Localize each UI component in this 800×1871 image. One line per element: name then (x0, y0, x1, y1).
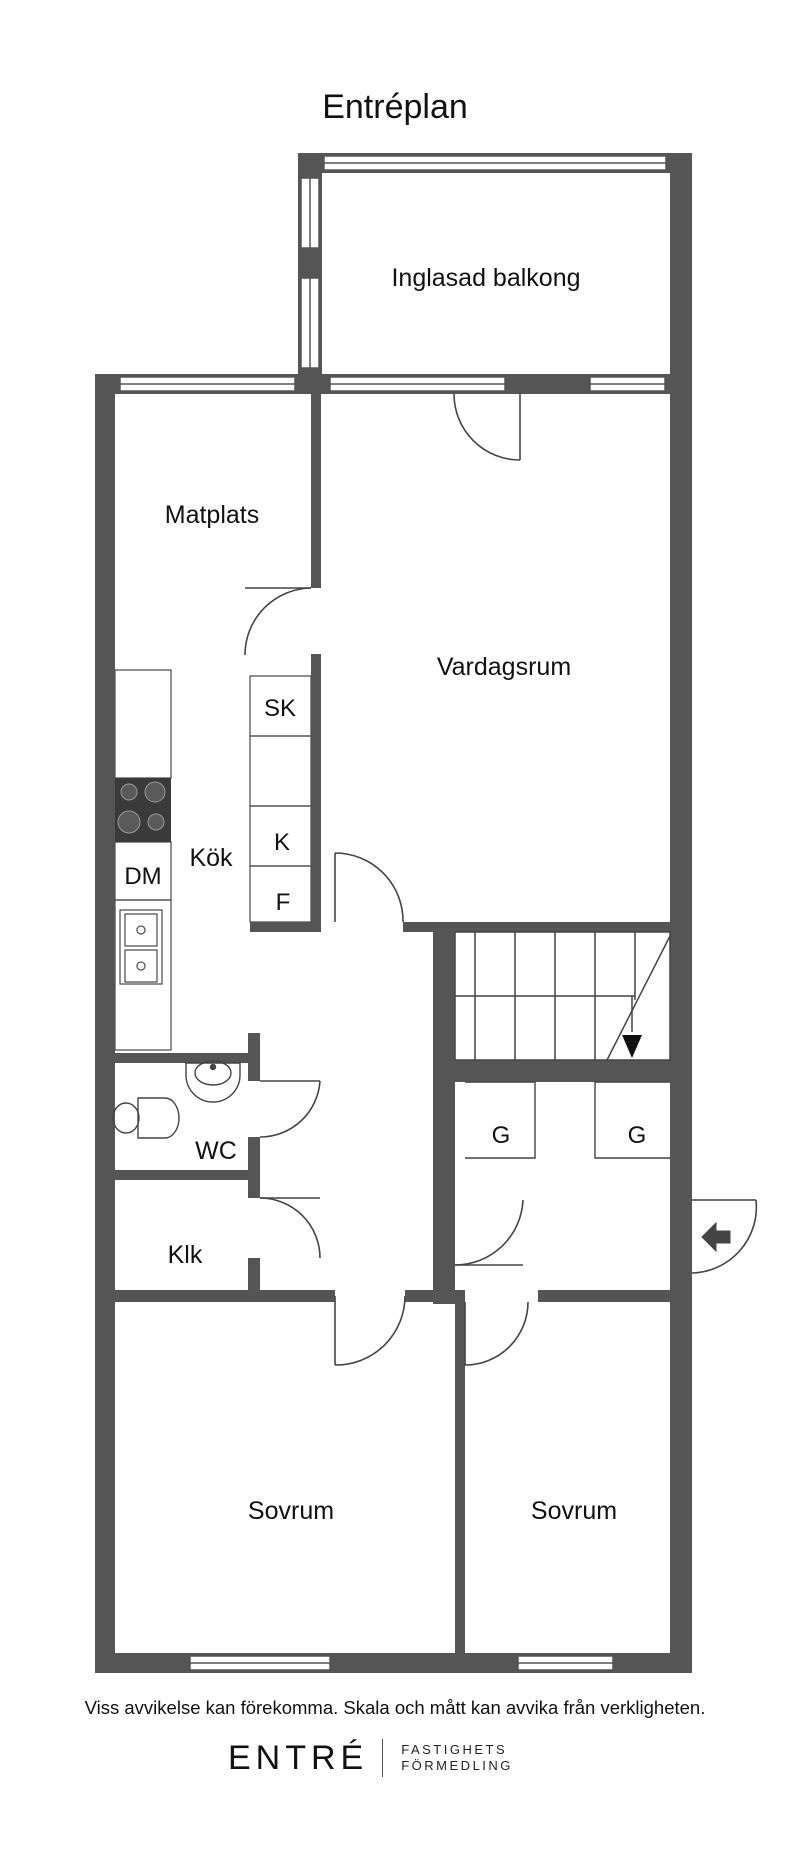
windows (119, 155, 667, 1671)
disclaimer-text: Viss avvikelse kan förekomma. Skala och … (84, 1697, 706, 1718)
logo-subtitle-line2: FÖRMEDLING (401, 1758, 513, 1773)
label-storage-g2: G (628, 1122, 647, 1149)
plan-title: Entréplan (322, 88, 468, 126)
room-label-wc: WC (195, 1137, 237, 1165)
logo-subtitle: FASTIGHETS FÖRMEDLING (401, 1742, 513, 1774)
room-label-balcony: Inglasad balkong (391, 264, 580, 292)
label-wardrobe-f: F (276, 889, 291, 916)
kitchen-fixtures (114, 669, 312, 1051)
room-label-living: Vardagsrum (437, 653, 571, 681)
storage-cabinets (465, 1081, 670, 1159)
room-label-bedroom-1: Sovrum (248, 1497, 334, 1525)
logo-wordmark: ENTRÉ (228, 1738, 369, 1777)
label-dishwasher: DM (124, 863, 161, 890)
toilet-icon (137, 1097, 180, 1139)
label-storage-g1: G (492, 1122, 511, 1149)
label-wardrobe-k: K (274, 829, 290, 856)
room-label-kitchen: Kök (189, 844, 233, 872)
room-label-dining: Matplats (165, 501, 259, 529)
room-label-closet: Klk (168, 1241, 203, 1269)
entrance-arrow-icon (701, 1221, 731, 1253)
bathroom-fixtures (112, 1060, 241, 1139)
label-wardrobe-sk: SK (264, 695, 296, 722)
room-label-bedroom-2: Sovrum (531, 1497, 617, 1525)
door-swings (244, 393, 758, 1366)
logo-divider (382, 1739, 384, 1777)
logo-subtitle-line1: FASTIGHETS (401, 1742, 508, 1757)
company-logo: ENTRÉ FASTIGHETS FÖRMEDLING (228, 1738, 513, 1778)
staircase (454, 931, 671, 1061)
